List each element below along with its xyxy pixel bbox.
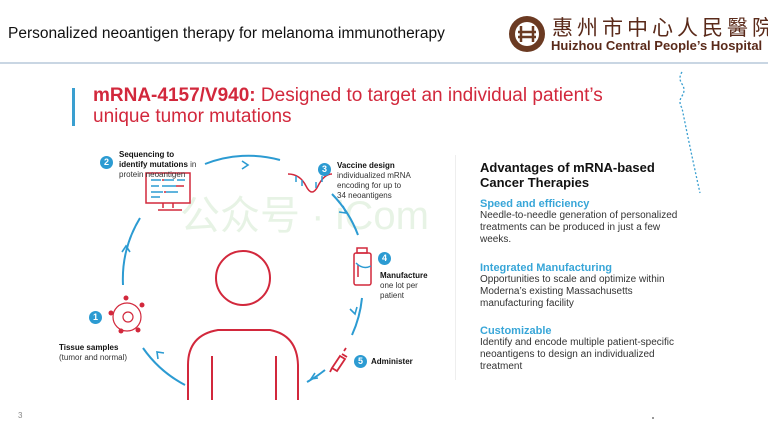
treatment-cycle-diagram (108, 154, 372, 400)
step-4-title: Manufacture (380, 271, 428, 280)
step-2-title-2: identify mutations (119, 160, 188, 169)
slide-title: mRNA-4157/V940: Designed to target an in… (93, 85, 653, 127)
step-4-text: patient (380, 291, 405, 300)
advantage-body: Opportunities to scale and optimize with… (480, 274, 665, 309)
advantage-body: Needle-to-needle generation of personali… (480, 210, 678, 245)
logo-english-name: Huizhou Central People’s Hospital (551, 38, 763, 53)
step-2-badge: 2 (100, 156, 113, 169)
advantage-section: Speed and efficiency Needle-to-needle ge… (480, 198, 680, 246)
page-number: 3 (18, 411, 23, 420)
syringe-icon (329, 347, 348, 373)
step-3-title: Vaccine design (337, 161, 395, 170)
header-title: Personalized neoantigen therapy for mela… (8, 25, 445, 42)
step-3-text: encoding for up to (337, 181, 402, 190)
decorative-dotted-arc (679, 71, 701, 194)
step-1-label: Tissue samples(tumor and normal) (59, 343, 127, 363)
hospital-seal-icon (509, 16, 545, 52)
advantages-heading: Advantages of mRNA-based Cancer Therapie… (480, 160, 655, 190)
cycle-arc (331, 193, 359, 236)
cell-icon (108, 295, 145, 334)
cycle-arc (204, 154, 281, 165)
vial-icon (353, 247, 372, 286)
cycle-arc (142, 347, 186, 386)
step-5-title: Administer (371, 357, 413, 366)
mrna-icon (287, 173, 333, 193)
advantage-title: Customizable (480, 325, 552, 337)
watermark: 公众号 · iCom (180, 194, 429, 238)
advantage-section: Integrated Manufacturing Opportunities t… (480, 262, 690, 310)
cycle-arrowheads (121, 160, 358, 381)
step-2-in: in (187, 160, 197, 169)
panel-divider (455, 155, 456, 380)
title-accent-bar (72, 88, 75, 126)
step-5-label: Administer (371, 357, 413, 367)
step-4-text: one lot per (380, 281, 418, 290)
advantage-title: Speed and efficiency (480, 198, 590, 210)
step-5-badge: 5 (354, 355, 367, 368)
title-bold: mRNA-4157/V940: (93, 85, 256, 106)
step-1-text: (tumor and normal) (59, 353, 128, 362)
title-rest: Designed to target an individual patient… (93, 85, 603, 127)
header-divider (0, 62, 768, 64)
person-icon (187, 250, 299, 400)
step-1-badge: 1 (89, 311, 102, 324)
step-3-text: individualized mRNA (337, 171, 411, 180)
cycle-arc (121, 217, 141, 286)
advantage-body: Identify and encode multiple patient-spe… (480, 337, 675, 372)
monitor-icon (145, 172, 191, 211)
advantage-title: Integrated Manufacturing (480, 262, 613, 274)
footer-dot (652, 417, 654, 419)
cycle-arc (306, 369, 326, 383)
hospital-logo (505, 12, 765, 56)
step-4-badge: 4 (378, 252, 391, 265)
step-1-title: Tissue samples (59, 343, 119, 352)
step-3-badge: 3 (318, 163, 331, 176)
logo-chinese-name: 惠州市中心人民醫院 (552, 16, 768, 40)
advantage-section: Customizable Identify and encode multipl… (480, 325, 680, 373)
step-2-text: protein neoantigen (119, 170, 186, 179)
cycle-arc (351, 297, 363, 336)
step-3-text: 34 neoantigens (337, 191, 392, 200)
step-2-title: Sequencing to (119, 150, 175, 159)
